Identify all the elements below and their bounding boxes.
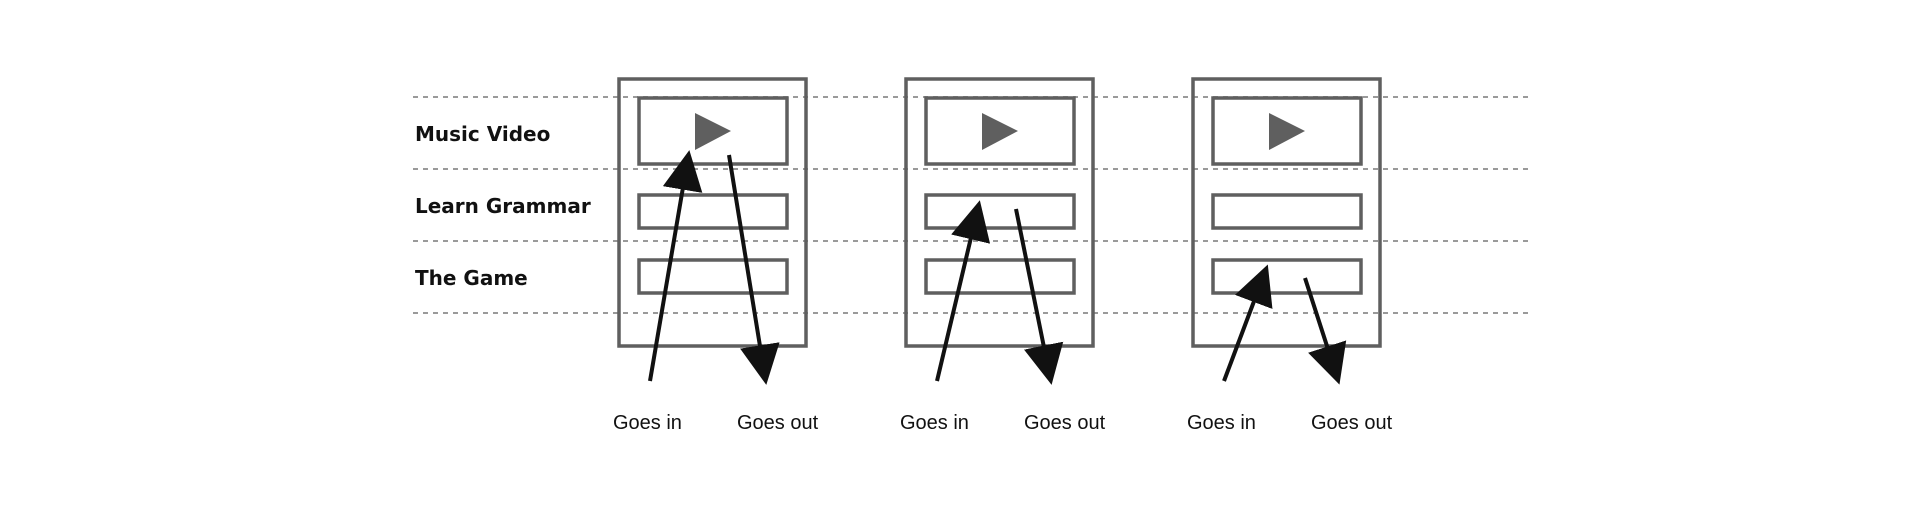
grammar-block <box>1211 193 1363 230</box>
phone-panel-1: Goes in Goes out <box>613 77 819 434</box>
row-label-the-game: The Game <box>415 266 528 290</box>
row-label-music-video: Music Video <box>415 122 550 146</box>
goes-in-label: Goes in <box>613 412 682 434</box>
video-block <box>924 96 1076 166</box>
game-block <box>924 258 1076 295</box>
goes-out-label: Goes out <box>1024 412 1106 434</box>
video-block <box>1211 96 1363 166</box>
goes-out-label: Goes out <box>1311 412 1393 434</box>
row-label-learn-grammar: Learn Grammar <box>415 194 591 218</box>
goes-in-label: Goes in <box>900 412 969 434</box>
arrow-out <box>1303 277 1347 385</box>
phone-panel-2: Goes in Goes out <box>900 77 1106 434</box>
phone-frame <box>1191 77 1382 348</box>
phone-panel-3: Goes in Goes out <box>1187 77 1393 434</box>
arrow-out <box>1014 208 1064 385</box>
arrow-in <box>1222 264 1273 382</box>
game-block <box>1211 258 1363 295</box>
arrow-out <box>727 154 780 385</box>
grammar-block <box>924 193 1076 230</box>
goes-out-label: Goes out <box>737 412 819 434</box>
play-icon <box>982 113 1018 150</box>
grammar-block <box>637 193 789 230</box>
play-icon <box>1269 113 1305 150</box>
play-icon <box>695 113 731 150</box>
goes-in-label: Goes in <box>1187 412 1256 434</box>
arrow-in <box>935 200 991 382</box>
video-block <box>637 96 789 166</box>
phone-frame <box>617 77 808 348</box>
game-block <box>637 258 789 295</box>
phone-frame <box>904 77 1095 348</box>
arrow-in <box>648 150 703 382</box>
